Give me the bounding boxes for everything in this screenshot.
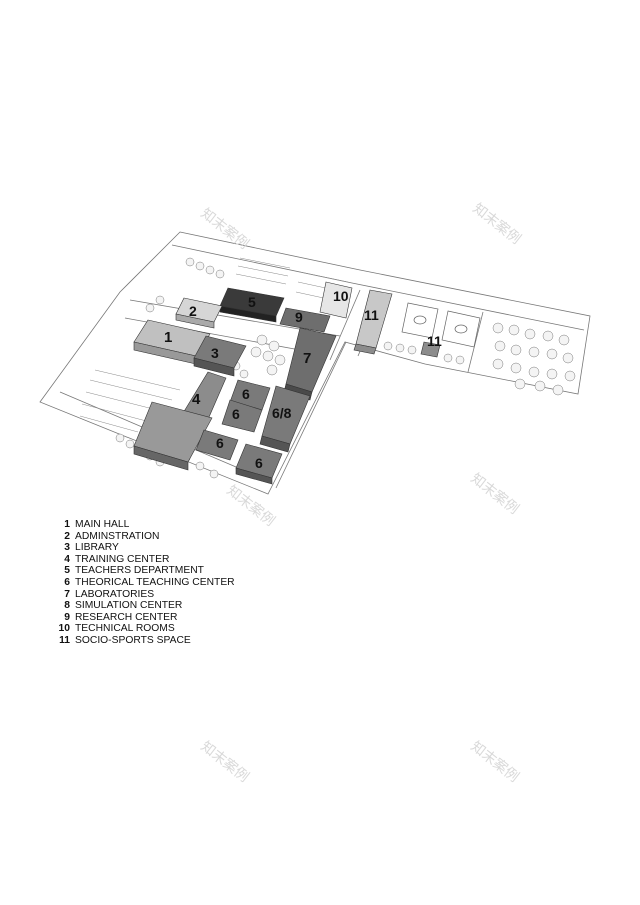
legend-number: 11 xyxy=(59,634,70,646)
building-6c xyxy=(195,429,239,461)
legend-label: LIBRARY xyxy=(75,542,119,554)
label-building-1: 1 xyxy=(164,329,172,346)
watermark-2: 知末案例 xyxy=(470,200,525,248)
legend-number: 8 xyxy=(64,600,70,612)
legend-number: 2 xyxy=(64,530,70,542)
label-building-5: 5 xyxy=(248,294,256,310)
legend-label: MAIN HALL xyxy=(75,519,130,530)
buildings xyxy=(133,281,441,485)
legend-number: 4 xyxy=(64,553,70,565)
legend-number: 7 xyxy=(64,588,70,600)
legend-item: 5 TEACHERS DEPARTMENT xyxy=(58,565,235,577)
watermark-3: 知末案例 xyxy=(468,470,523,518)
label-building-9: 9 xyxy=(295,309,303,325)
legend-number: 6 xyxy=(64,576,70,588)
label-building-2: 2 xyxy=(189,303,197,319)
legend-item: 10 TECHNICAL ROOMS xyxy=(58,623,235,635)
sports-fields xyxy=(401,302,481,348)
legend-label: THEORICAL TEACHING CENTER xyxy=(75,576,235,588)
legend-label: TRAINING CENTER xyxy=(75,553,170,565)
legend-item: 8 SIMULATION CENTER xyxy=(58,600,235,612)
building-9 xyxy=(279,307,331,333)
legend-item: 7 LABORATORIES xyxy=(58,589,235,601)
watermark-6: 知末案例 xyxy=(468,738,523,786)
label-building-6d: 6 xyxy=(255,455,263,471)
building-11-small xyxy=(420,341,441,358)
legend-label: SIMULATION CENTER xyxy=(75,600,183,612)
watermark-5: 知末案例 xyxy=(198,738,253,786)
legend-number: 1 xyxy=(64,519,70,530)
legend-label: RESEARCH CENTER xyxy=(75,611,178,623)
building-labels: 1 2 3 4 5 6 6 6 6 6/8 7 9 10 11 11 xyxy=(164,288,442,471)
label-building-7: 7 xyxy=(303,350,311,367)
label-building-4: 4 xyxy=(192,391,201,408)
legend-label: LABORATORIES xyxy=(75,588,155,600)
building-10 xyxy=(319,281,353,319)
legend-number: 5 xyxy=(64,565,70,577)
legend-item: 6 THEORICAL TEACHING CENTER xyxy=(58,576,235,589)
legend-item: 4 TRAINING CENTER xyxy=(58,554,235,566)
legend-label: TECHNICAL ROOMS xyxy=(75,623,175,635)
label-building-6c: 6 xyxy=(216,435,224,451)
legend-item: 11 SOCIO-SPORTS SPACE xyxy=(58,635,235,647)
legend-number: 10 xyxy=(58,623,70,635)
legend-number: 9 xyxy=(64,611,70,623)
label-building-6-8: 6/8 xyxy=(272,405,292,421)
label-building-11b: 11 xyxy=(427,333,442,349)
legend-item: 3 LIBRARY xyxy=(58,542,235,554)
legend-number: 3 xyxy=(64,542,70,554)
building-6b xyxy=(221,399,263,433)
parking-stripes xyxy=(79,257,349,433)
label-building-6a: 6 xyxy=(242,386,250,402)
label-building-3: 3 xyxy=(211,345,219,361)
label-building-10: 10 xyxy=(333,288,349,304)
legend-item: 1 MAIN HALL xyxy=(58,519,235,531)
legend-item: 9 RESEARCH CENTER xyxy=(58,612,235,624)
legend-item: 2 ADMINSTRATION xyxy=(58,531,235,543)
legend-label: ADMINSTRATION xyxy=(75,530,160,542)
label-building-6b: 6 xyxy=(232,406,240,422)
trees xyxy=(115,257,576,479)
legend-label: TEACHERS DEPARTMENT xyxy=(75,565,204,577)
legend: 1 MAIN HALL 2 ADMINSTRATION 3 LIBRARY 4 TRAI… xyxy=(58,519,235,647)
label-building-11a: 11 xyxy=(364,307,379,323)
legend-label: SOCIO-SPORTS SPACE xyxy=(75,634,191,646)
